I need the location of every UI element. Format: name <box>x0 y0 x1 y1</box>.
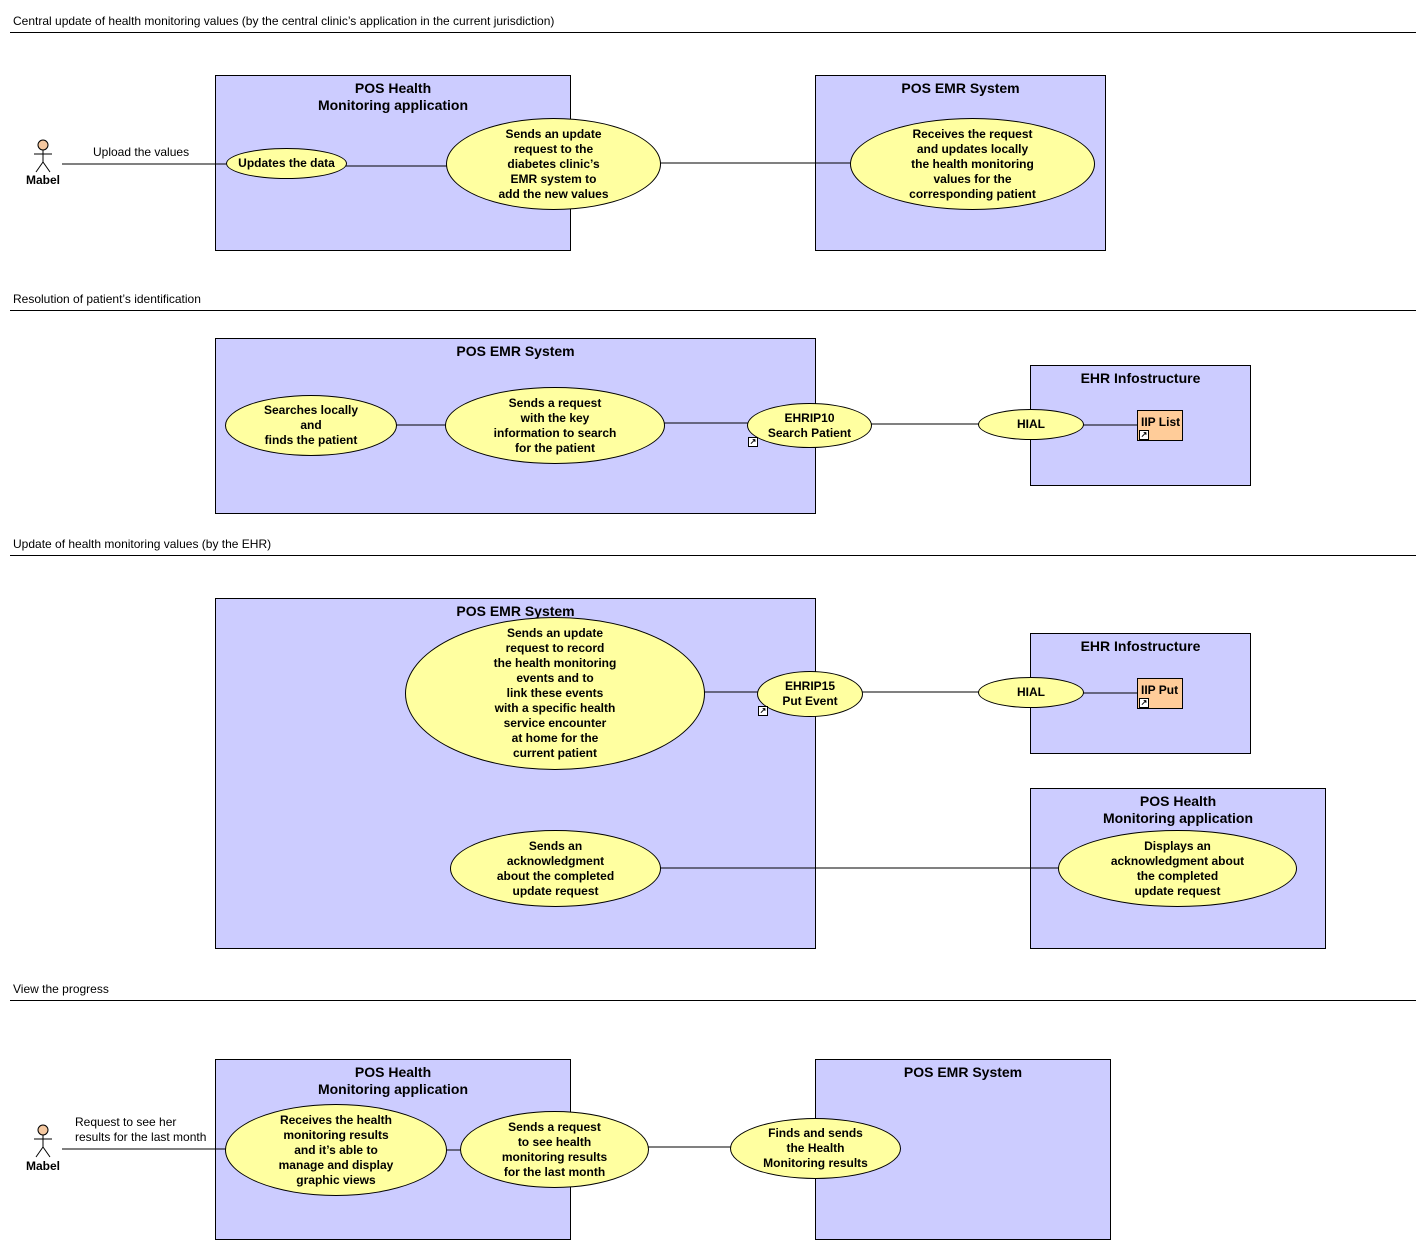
link-arrow-icon[interactable]: ↗ <box>758 706 768 716</box>
usecase-label: HIAL <box>1017 685 1045 699</box>
system-box-title: POS EMR System <box>456 603 575 619</box>
usecase-label: Sends a request to see health monitoring… <box>501 1119 608 1179</box>
usecase-receives-results[interactable]: Receives the health monitoring results a… <box>225 1104 447 1196</box>
system-box-title: POS Health Monitoring application <box>317 80 469 113</box>
usecase-sends-key-request[interactable]: Sends a request with the key information… <box>445 387 665 464</box>
usecase-label: Receives the health monitoring results a… <box>278 1112 394 1187</box>
usecase-displays-acknowledgment[interactable]: Displays an acknowledgment about the com… <box>1058 830 1297 907</box>
section-divider <box>10 32 1416 33</box>
usecase-label: Sends a request with the key information… <box>493 395 617 455</box>
system-box-title: EHR Infostructure <box>1080 638 1201 654</box>
component-label: IIP Put <box>1141 683 1179 697</box>
system-box-title: POS Health Monitoring application <box>317 1064 469 1097</box>
section-title-resolution: Resolution of patient’s identification <box>13 292 201 306</box>
usecase-updates-data[interactable]: Updates the data <box>226 148 347 179</box>
usecase-sends-update-request[interactable]: Sends an update request to the diabetes … <box>446 118 661 210</box>
usecase-ehrip15-put-event[interactable]: EHRIP15 Put Event <box>757 671 863 717</box>
system-box-title: POS EMR System <box>901 80 1020 96</box>
actor-name-mabel: Mabel <box>25 1159 60 1173</box>
usecase-label: Sends an update request to the diabetes … <box>498 126 609 201</box>
section-divider <box>10 555 1416 556</box>
system-box-title: POS EMR System <box>903 1064 1023 1080</box>
system-box-title: POS EMR System <box>456 343 575 359</box>
usecase-label: HIAL <box>1017 417 1045 431</box>
usecase-label: Sends an acknowledgment about the comple… <box>496 838 615 898</box>
usecase-hial[interactable]: HIAL <box>978 409 1084 440</box>
section-title-central-update: Central update of health monitoring valu… <box>13 14 555 28</box>
section-divider <box>10 1000 1416 1001</box>
usecase-finds-sends-results[interactable]: Finds and sends the Health Monitoring re… <box>730 1118 901 1179</box>
usecase-label: Finds and sends the Health Monitoring re… <box>763 1126 868 1170</box>
component-iip-list[interactable]: IIP List ↗ <box>1137 410 1183 441</box>
usecase-label: Sends an update request to record the he… <box>493 626 617 760</box>
usecase-label: Updates the data <box>238 156 335 170</box>
link-arrow-icon[interactable]: ↗ <box>1139 698 1149 708</box>
usecase-sends-record-request[interactable]: Sends an update request to record the he… <box>405 617 705 770</box>
edge-label-request: Request to see her results for the last … <box>75 1115 207 1144</box>
usecase-label: EHRIP15 Put Event <box>782 679 838 708</box>
link-arrow-icon[interactable]: ↗ <box>748 437 758 447</box>
section-title-view-progress: View the progress <box>13 982 109 996</box>
usecase-ehrip10-search-patient[interactable]: EHRIP10 Search Patient <box>747 403 872 448</box>
usecase-label: Displays an acknowledgment about the com… <box>1110 838 1245 898</box>
usecase-label: EHRIP10 Search Patient <box>767 410 852 440</box>
usecase-sends-acknowledgment[interactable]: Sends an acknowledgment about the comple… <box>450 830 661 907</box>
system-box-title: POS Health Monitoring application <box>1102 793 1254 826</box>
link-arrow-icon[interactable]: ↗ <box>1139 430 1149 440</box>
system-box-title: EHR Infostructure <box>1080 370 1201 386</box>
actor-stick-figure <box>34 139 52 173</box>
section-title-ehr-update: Update of health monitoring values (by t… <box>13 537 272 551</box>
usecase-hial[interactable]: HIAL <box>978 677 1084 708</box>
usecase-sends-results-request[interactable]: Sends a request to see health monitoring… <box>460 1111 649 1188</box>
usecase-label: Receives the request and updates locally… <box>909 126 1036 201</box>
usecase-searches-locally[interactable]: Searches locally and finds the patient <box>225 395 397 456</box>
usecase-label: Searches locally and finds the patient <box>263 403 359 447</box>
actor-name-mabel: Mabel <box>25 173 60 187</box>
component-iip-put[interactable]: IIP Put ↗ <box>1137 678 1183 709</box>
edge-label-upload: Upload the values <box>93 145 190 159</box>
usecase-receives-request[interactable]: Receives the request and updates locally… <box>850 118 1095 210</box>
actor-stick-figure <box>34 1124 52 1158</box>
component-label: IIP List <box>1141 415 1181 429</box>
section-divider <box>10 310 1416 311</box>
